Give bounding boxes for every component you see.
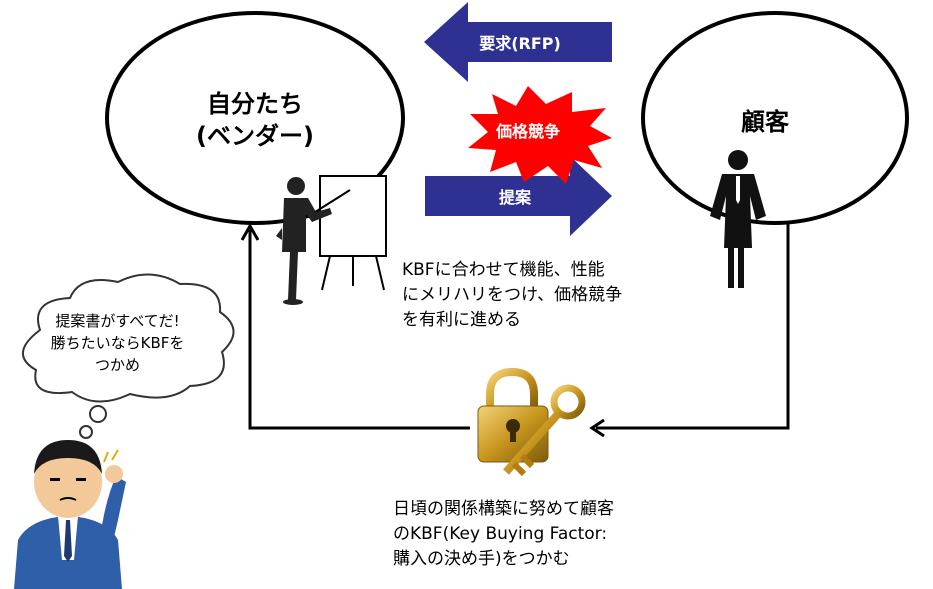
- businessman-silhouette-icon: [710, 150, 766, 288]
- proposal-label: 提案: [498, 188, 531, 207]
- loop-connector: [248, 224, 790, 430]
- kbf-note: KBFに合わせて機能、性能 にメリハリをつけ、価格競争 を有利に進める: [402, 258, 622, 333]
- bottom-note-line: 日頃の関係構築に努めて顧客: [393, 499, 614, 519]
- thought-line: 勝ちたいならKBFを: [50, 334, 185, 352]
- bottom-note: 日頃の関係構築に努めて顧客 のKBF(Key Buying Factor: 購入…: [393, 497, 614, 572]
- presenter-silhouette-icon: [276, 175, 387, 305]
- padlock-key-icon: [477, 367, 586, 477]
- price-competition-label: 価格競争: [495, 122, 560, 141]
- vendor-ellipse: [105, 11, 405, 225]
- price-burst-icon: [468, 86, 612, 184]
- loop-arrowhead-key: [589, 418, 605, 438]
- customer-title: 顧客: [741, 108, 789, 136]
- vendor-title: 自分たち (ベンダー): [110, 88, 400, 152]
- rfp-label: 要求(RFP): [479, 34, 561, 53]
- kbf-note-line: KBFに合わせて機能、性能: [402, 260, 605, 280]
- rfp-arrow: [424, 2, 612, 82]
- kbf-note-line: にメリハリをつけ、価格競争: [402, 285, 623, 305]
- kbf-note-line: を有利に進める: [402, 310, 521, 330]
- vendor-title-line2: (ベンダー): [196, 122, 314, 150]
- vendor-title-line1: 自分たち: [207, 90, 303, 118]
- thought-line: 提案書がすべてだ!: [55, 312, 180, 330]
- thought-line: つかめ: [94, 356, 140, 374]
- bottom-note-line: 購入の決め手)をつかむ: [393, 549, 570, 569]
- customer-ellipse: [641, 11, 909, 225]
- loop-arrowhead-left: [240, 222, 260, 241]
- thinking-man-icon: [14, 440, 126, 589]
- bottom-note-line: のKBF(Key Buying Factor:: [393, 524, 608, 544]
- thought-bubble: [22, 273, 235, 439]
- thought-bubble-text: 提案書がすべてだ! 勝ちたいならKBFを つかめ: [10, 310, 225, 376]
